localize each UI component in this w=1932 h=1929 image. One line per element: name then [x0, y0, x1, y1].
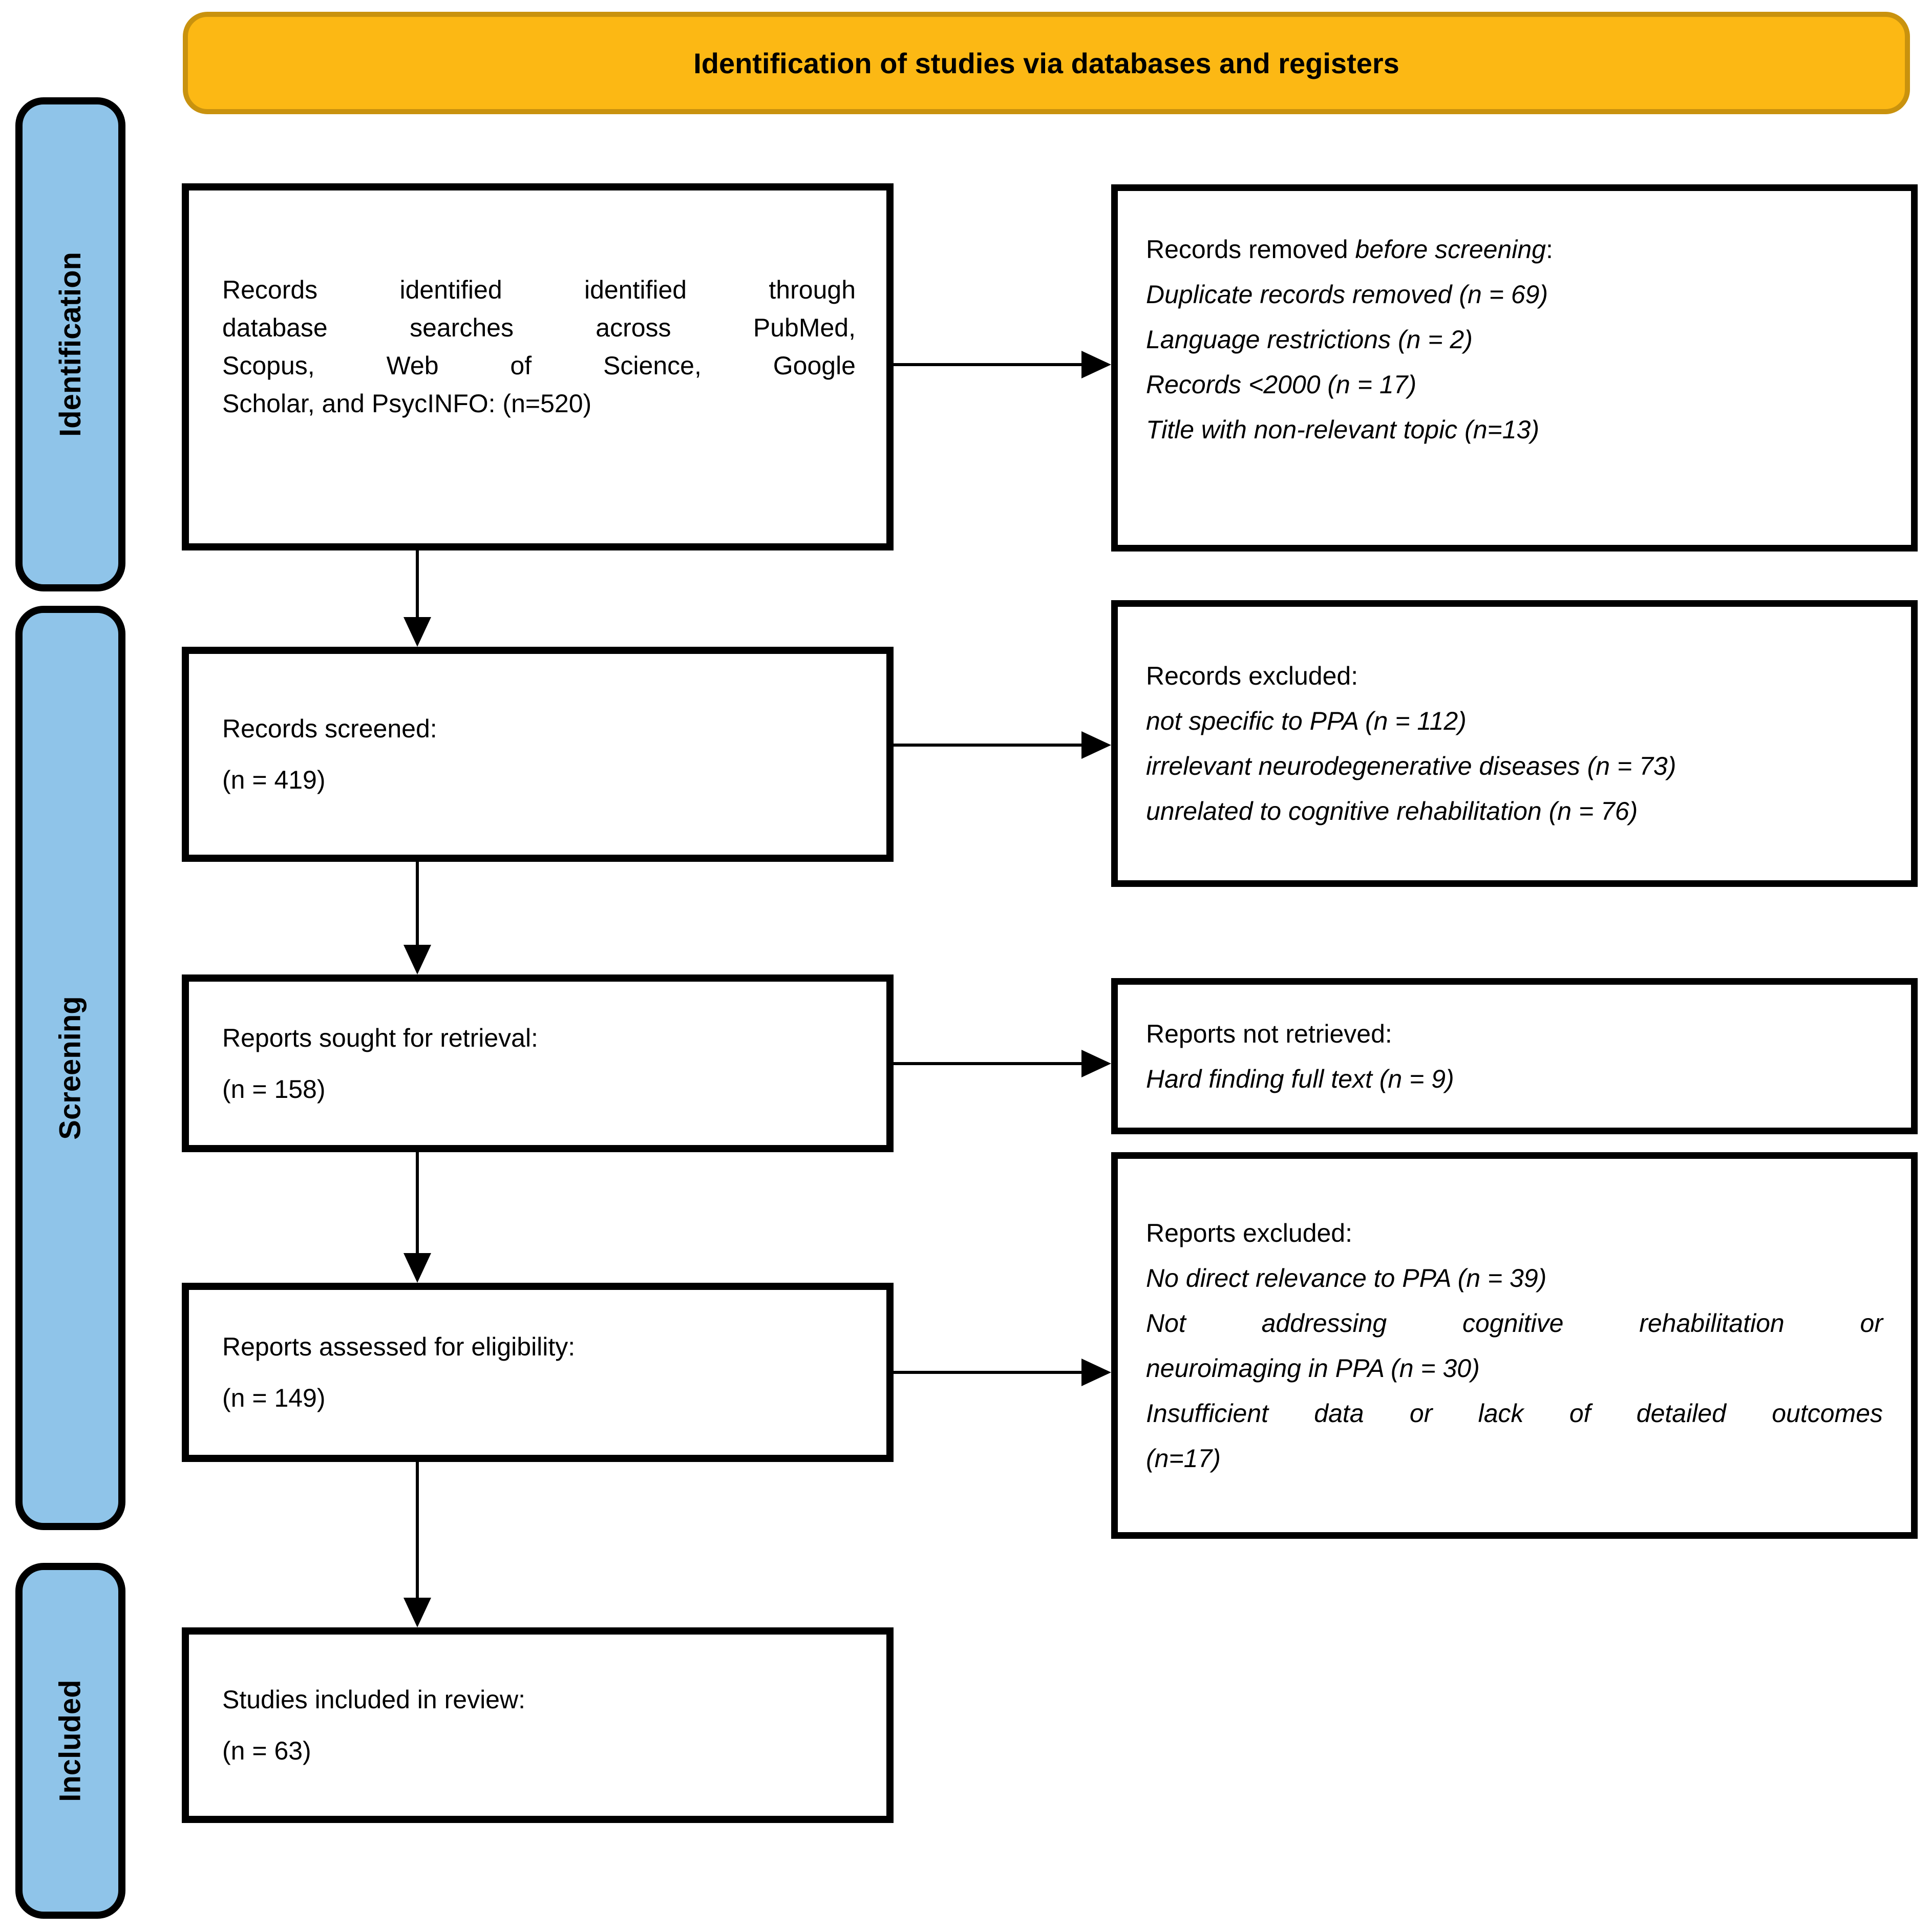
exclusion-heading: Records removed before screening:	[1146, 227, 1883, 272]
arrow-head-down-icon	[404, 945, 431, 974]
exclusion-item: Hard finding full text (n = 9)	[1146, 1064, 1454, 1093]
arrow-head-right-icon	[1081, 731, 1111, 759]
exclusion-item: Duplicate records removed (n = 69)	[1146, 280, 1548, 309]
box-text-line: Scholar, and PsycINFO: (n=520)	[222, 389, 592, 418]
arrow-head-right-icon	[1081, 1359, 1111, 1386]
arrow-line	[894, 363, 1083, 366]
heading-text: :	[1545, 235, 1553, 264]
sidebar-stage-identification: Identification	[15, 97, 125, 591]
exclusion-item: Records <2000 (n = 17)	[1146, 370, 1417, 399]
arrow-line	[894, 744, 1083, 747]
exclusion-item: Language restrictions (n = 2)	[1146, 325, 1473, 354]
exclusion-item: Title with non-relevant topic (n=13)	[1146, 415, 1539, 444]
box-count: (n = 149)	[222, 1384, 326, 1412]
box-text-line: database searches across PubMed,	[222, 313, 856, 342]
exclusion-item-line: Insufficient data or lack of detailed ou…	[1146, 1398, 1883, 1428]
box-count: (n = 158)	[222, 1074, 326, 1104]
box-reports-sought: Reports sought for retrieval: (n = 158)	[182, 974, 894, 1152]
exclusion-heading: Reports excluded:	[1146, 1218, 1353, 1247]
arrow-line	[416, 548, 419, 619]
exclusion-item: irrelevant neurodegenerative diseases (n…	[1146, 752, 1676, 780]
box-text-line: Records identified identified through	[222, 275, 856, 304]
arrow-line	[894, 1371, 1083, 1374]
box-reports-excluded: Reports excluded: No direct relevance to…	[1111, 1152, 1918, 1539]
exclusion-item: not specific to PPA (n = 112)	[1146, 707, 1467, 735]
box-count: (n = 419)	[222, 766, 326, 794]
box-text-line: Scopus, Web of Science, Google	[222, 351, 856, 380]
stage-label-included: Included	[54, 1680, 87, 1802]
box-studies-included: Studies included in review: (n = 63)	[182, 1627, 894, 1823]
arrow-head-right-icon	[1081, 351, 1111, 378]
box-title: Records screened:	[222, 714, 437, 743]
box-records-removed-before-screening: Records removed before screening: Duplic…	[1111, 184, 1918, 552]
box-title: Reports sought for retrieval:	[222, 1023, 538, 1052]
arrow-line	[416, 1459, 419, 1599]
exclusion-item: No direct relevance to PPA (n = 39)	[1146, 1263, 1547, 1292]
exclusion-item: unrelated to cognitive rehabilitation (n…	[1146, 797, 1638, 825]
exclusion-item-line: (n=17)	[1146, 1444, 1221, 1473]
box-records-screened: Records screened: (n = 419)	[182, 647, 894, 862]
exclusion-heading: Records excluded:	[1146, 662, 1358, 690]
box-records-excluded: Records excluded: not specific to PPA (n…	[1111, 600, 1918, 887]
banner-title: Identification of studies via databases …	[693, 47, 1399, 79]
box-reports-assessed: Reports assessed for eligibility: (n = 1…	[182, 1283, 894, 1462]
box-title: Studies included in review:	[222, 1685, 525, 1714]
arrow-head-down-icon	[404, 1253, 431, 1283]
arrow-line	[416, 859, 419, 946]
arrow-line	[894, 1062, 1083, 1065]
stage-label-screening: Screening	[54, 996, 87, 1140]
box-count: (n = 63)	[222, 1736, 311, 1765]
arrow-line	[416, 1150, 419, 1255]
banner: Identification of studies via databases …	[183, 12, 1910, 114]
box-records-identified: Records identified identified through da…	[182, 183, 894, 550]
exclusion-item-line: Not addressing cognitive rehabilitation …	[1146, 1308, 1883, 1338]
arrow-head-down-icon	[404, 617, 431, 647]
stage-label-identification: Identification	[54, 252, 88, 437]
sidebar-stage-screening: Screening	[15, 606, 125, 1530]
arrow-head-right-icon	[1081, 1050, 1111, 1077]
heading-text: Records removed	[1146, 235, 1355, 264]
heading-italic-text: before screening	[1355, 235, 1546, 264]
exclusion-heading: Reports not retrieved:	[1146, 1019, 1392, 1048]
sidebar-stage-included: Included	[15, 1563, 125, 1919]
arrow-head-down-icon	[404, 1598, 431, 1627]
box-reports-not-retrieved: Reports not retrieved: Hard finding full…	[1111, 978, 1918, 1134]
exclusion-item-line: neuroimaging in PPA (n = 30)	[1146, 1353, 1480, 1383]
box-title: Reports assessed for eligibility:	[222, 1332, 576, 1361]
